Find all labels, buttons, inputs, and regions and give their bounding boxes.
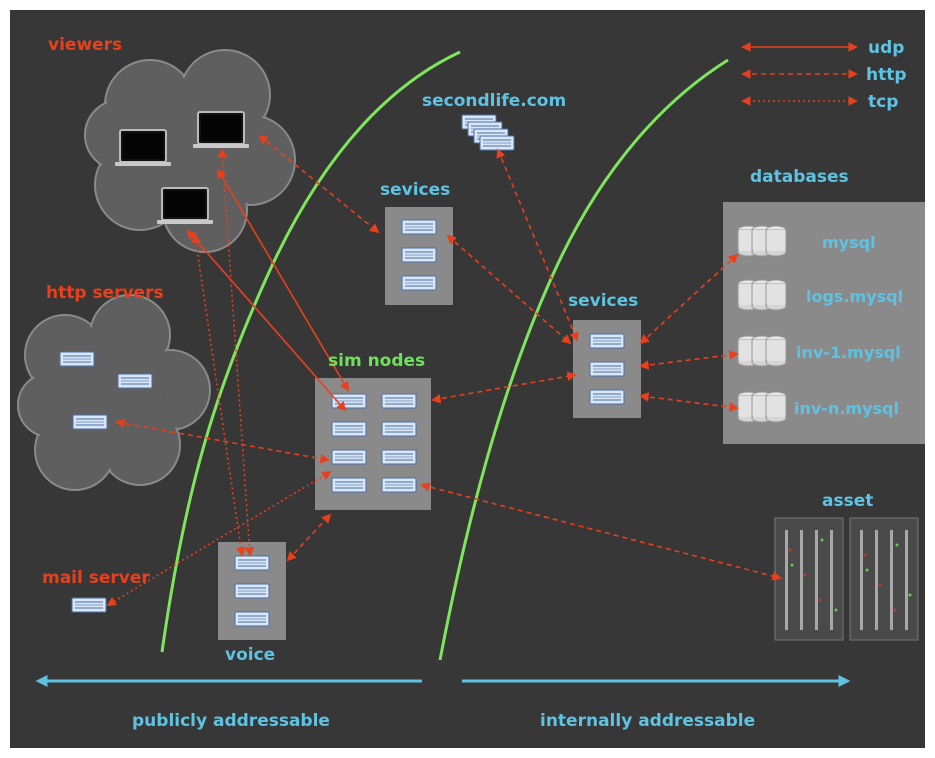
internally-addressable-label: internally addressable xyxy=(540,711,755,731)
sim-nodes-box xyxy=(315,378,431,510)
connection-arrows xyxy=(106,134,782,606)
database-logs-label: logs.mysql xyxy=(806,287,903,306)
mail-server-icon xyxy=(71,597,107,613)
voice-box xyxy=(218,542,286,640)
legend-http-label: http xyxy=(866,65,907,85)
publicly-addressable-label: publicly addressable xyxy=(132,711,330,731)
secondlife-servers-icon xyxy=(461,114,515,151)
databases-label: databases xyxy=(750,167,849,187)
mail-server-label: mail server xyxy=(42,568,150,588)
http-server-icon xyxy=(59,351,95,367)
laptop-icon xyxy=(192,111,250,149)
secondlife-label: secondlife.com xyxy=(422,91,566,111)
database-invn-label: inv-n.mysql xyxy=(794,399,899,418)
http-servers-cloud xyxy=(17,294,211,491)
internal-services-box xyxy=(573,320,641,418)
database-mysql-label: mysql xyxy=(822,233,876,252)
diagram-canvas: viewers http servers mail server secondl… xyxy=(17,35,925,731)
database-inv1-label: inv-1.mysql xyxy=(796,343,901,362)
asset-racks-icon xyxy=(774,517,919,641)
internal-services-label: sevices xyxy=(568,291,638,311)
http-server-icon xyxy=(72,414,108,430)
legend xyxy=(741,42,858,106)
http-servers-label: http servers xyxy=(46,283,164,303)
http-server-icon xyxy=(117,373,153,389)
asset-label: asset xyxy=(822,491,873,511)
legend-udp-label: udp xyxy=(868,38,904,58)
laptop-icon xyxy=(114,129,172,167)
legend-tcp-label: tcp xyxy=(868,92,898,112)
public-services-label: sevices xyxy=(380,180,450,200)
sim-nodes-label: sim nodes xyxy=(328,351,425,371)
databases-panel xyxy=(723,202,925,444)
public-services-box xyxy=(385,207,453,305)
network-diagram: viewers http servers mail server secondl… xyxy=(10,10,925,748)
voice-label: voice xyxy=(225,645,275,665)
viewers-label: viewers xyxy=(48,35,122,55)
laptop-icon xyxy=(156,187,214,225)
